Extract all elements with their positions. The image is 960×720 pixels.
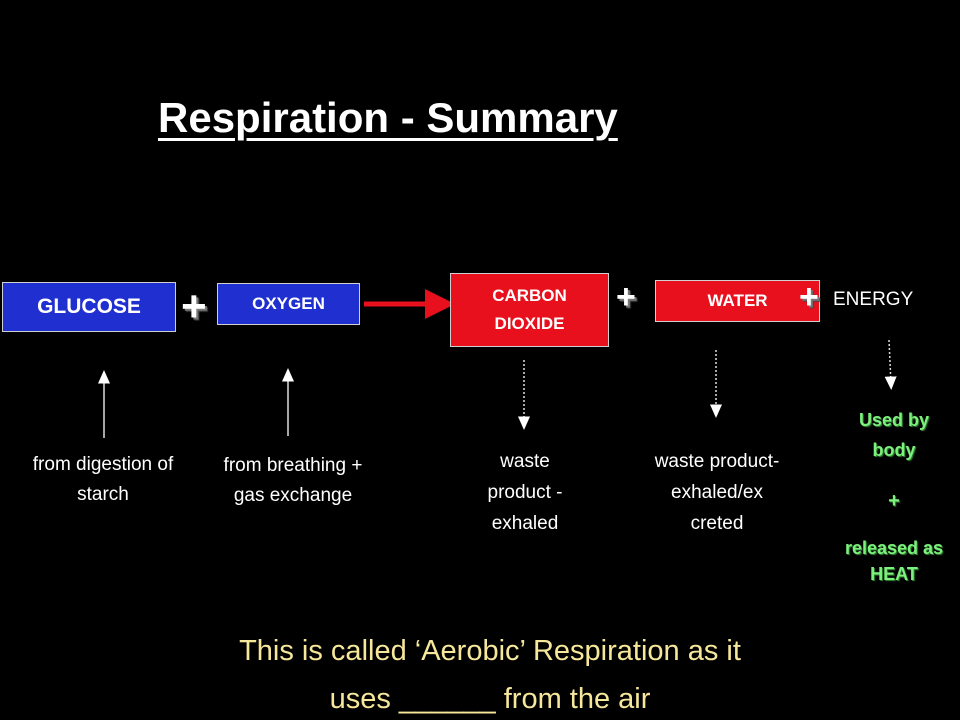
energy-note-plus: + bbox=[888, 490, 900, 512]
plus-sign-2: + bbox=[616, 278, 636, 316]
water-box: WATER bbox=[655, 280, 820, 322]
oxygen-label: OXYGEN bbox=[252, 294, 325, 313]
glucose-box: GLUCOSE bbox=[2, 282, 176, 332]
carbon-dioxide-label: CARBON DIOXIDE bbox=[492, 286, 567, 333]
water-note: waste product- exhaled/ex creted bbox=[654, 451, 780, 534]
energy-note-used: Used by body bbox=[858, 410, 930, 460]
carbon-dioxide-note: waste product - exhaled bbox=[487, 451, 563, 534]
oxygen-note: from breathing + gas exchange bbox=[223, 455, 363, 506]
plus-sign-3: + bbox=[799, 278, 819, 316]
oxygen-box: OXYGEN bbox=[217, 283, 360, 325]
plus-sign-1: + bbox=[181, 282, 207, 331]
glucose-note: from digestion of starch bbox=[32, 454, 174, 505]
caption: This is called ‘Aerobic’ Respiration as … bbox=[60, 630, 920, 720]
caption-line-1: This is called ‘Aerobic’ Respiration as … bbox=[239, 635, 741, 667]
caption-line-2: uses ______ from the air bbox=[329, 683, 651, 715]
glucose-label: GLUCOSE bbox=[37, 295, 141, 318]
carbon-dioxide-box: CARBON DIOXIDE bbox=[450, 273, 609, 347]
energy-note-heat: released as HEAT bbox=[844, 538, 944, 584]
page-title: Respiration - Summary bbox=[158, 94, 618, 141]
energy-label: ENERGY bbox=[833, 289, 914, 310]
water-label: WATER bbox=[707, 291, 768, 310]
energy-fate-arrow bbox=[884, 339, 897, 390]
